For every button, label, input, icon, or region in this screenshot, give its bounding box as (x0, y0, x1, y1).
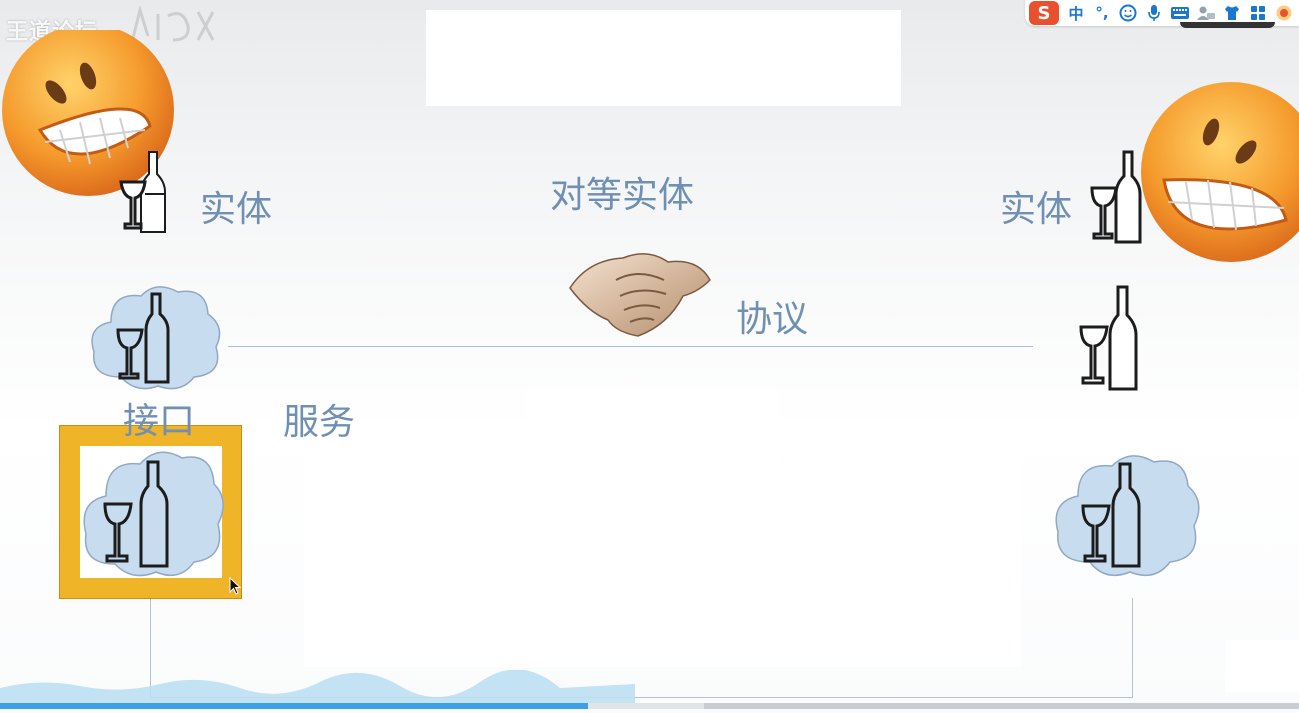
punctuation-toggle[interactable]: °, (1095, 4, 1109, 22)
video-progress-buffer (588, 703, 704, 709)
user-card-icon[interactable] (1193, 1, 1219, 25)
cloud-service-icon (91, 286, 221, 390)
smiley-icon[interactable] (1115, 1, 1141, 25)
protocol-label: 协议 (736, 299, 809, 340)
blank-region-middle (527, 391, 778, 471)
ime-mode-toggle[interactable]: 中 (1068, 4, 1084, 23)
wine-bottle-icon (119, 151, 166, 233)
interface-highlight-box[interactable] (59, 425, 242, 599)
entity-label-left: 实体 (200, 189, 273, 230)
peer-entity-title: 对等实体 (550, 175, 695, 216)
connector-left (150, 599, 151, 697)
blank-region-right (1225, 640, 1299, 692)
connector-right (1132, 598, 1133, 697)
keyboard-icon[interactable] (1167, 1, 1193, 25)
cloud-service-icon (83, 451, 224, 577)
video-progress-fill[interactable] (0, 703, 588, 709)
cloud-service-icon (1055, 455, 1200, 577)
sogou-logo-icon[interactable]: S (1029, 1, 1059, 25)
grid-icon[interactable] (1245, 1, 1271, 25)
shirt-icon[interactable] (1219, 1, 1245, 25)
grinning-face-icon (1141, 82, 1299, 262)
watermark-logo-icon (131, 6, 215, 42)
wine-bottle-icon (1079, 285, 1138, 391)
grinning-face-icon (2, 30, 174, 196)
wave-decoration (0, 670, 635, 703)
mouse-cursor-icon (229, 577, 242, 595)
blank-region-bottom (304, 463, 1021, 667)
protocol-line (228, 346, 1033, 347)
ime-toolbar: S 中 °, (1025, 0, 1299, 26)
entity-label-right: 实体 (1000, 189, 1073, 230)
service-label: 服务 (283, 402, 356, 443)
wine-bottle-icon (1090, 150, 1142, 244)
skin-icon[interactable] (1271, 1, 1297, 25)
interface-label: 接口 (123, 401, 196, 442)
ime-shadow-bar (1180, 22, 1275, 28)
blank-region-top (426, 10, 901, 106)
handshake-icon (569, 253, 711, 337)
connector-bottom (150, 697, 1133, 698)
microphone-icon[interactable] (1141, 1, 1167, 25)
